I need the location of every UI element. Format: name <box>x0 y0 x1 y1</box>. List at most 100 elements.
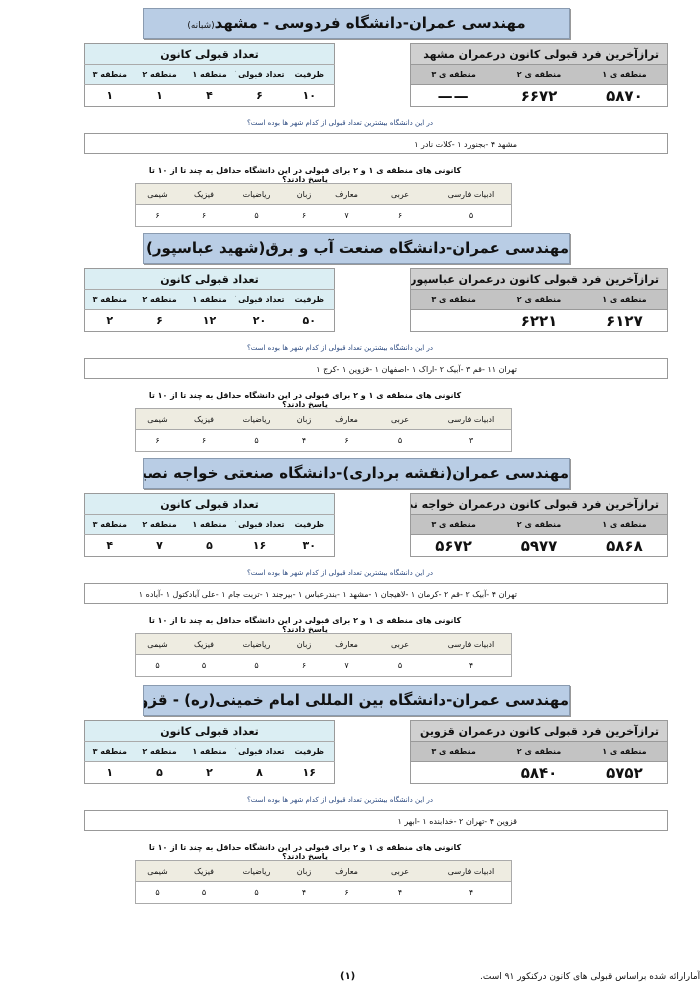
subject-header: فیزیک <box>179 860 229 882</box>
subject-question: کانونی های منطقه ی ۱ و ۲ برای قبولی در ا… <box>148 843 462 861</box>
table-title-row: ترازآخرین فرد قبولی کانون درعمران قزوین <box>410 720 668 742</box>
table-title: ترازآخرین فرد قبولی کانون درعمران مشهد <box>410 43 668 65</box>
cell-value: ۱ <box>84 84 135 107</box>
column-header: تعداد قبولی کانون <box>234 64 285 85</box>
subject-header: فیزیک <box>179 183 229 205</box>
subject-score: ۵ <box>254 211 259 220</box>
subject-score: ۴ <box>468 661 474 670</box>
section-title: مهندسی عمران(نقشه برداری)-دانشگاه صنعتی … <box>143 458 570 489</box>
subject-header: فیزیک <box>179 408 229 430</box>
column-header: منطقه ی ۲ <box>496 289 582 310</box>
table-title: تعداد قبولی کانون <box>84 43 335 65</box>
section-title: مهندسی عمران-دانشگاه فردوسی - مشهد(شبانه… <box>143 8 570 39</box>
cell-value: ۶ <box>134 309 185 332</box>
footer-note: آمارارائه شده براساس قبولی های کانون درک… <box>480 972 700 982</box>
subject-score: ۵ <box>468 211 474 220</box>
subject-header: شیمی <box>135 860 179 882</box>
subject-score: ۵ <box>254 436 259 445</box>
subject-score: ۵ <box>155 661 160 670</box>
subject-header: ادبیات فارسی <box>431 408 512 430</box>
section-title: مهندسی عمران-دانشگاه صنعت آب و برق(شهید … <box>143 233 570 264</box>
column-header: منطقه ی ۲ <box>496 64 582 85</box>
city-question: در این دانشگاه بیشترین تعداد قبولی از کد… <box>247 569 433 577</box>
column-header: منطقه ی ۱ <box>581 64 668 85</box>
city-question: در این دانشگاه بیشترین تعداد قبولی از کد… <box>247 344 433 352</box>
column-header: منطقه ۲ <box>134 64 185 85</box>
subject-header: شیمی <box>135 408 179 430</box>
rank-value: ۶۱۲۷ <box>581 309 668 332</box>
rank-value: ۶۲۲۱ <box>496 309 582 332</box>
column-header: منطقه ۱ <box>184 289 235 310</box>
column-header: منطقه ی ۳ <box>410 741 497 762</box>
subject-header: معارف <box>324 183 369 205</box>
column-header: منطقه ۳ <box>84 289 135 310</box>
cell-value: ۴ <box>184 84 235 107</box>
subject-header: زبان <box>284 183 324 205</box>
table-title-row: ترازآخرین فرد قبولی کانون درعمران مشهد <box>410 43 668 65</box>
column-header: منطقه ی ۲ <box>496 514 582 535</box>
rank-value: ۵۸۴۰ <box>496 761 582 784</box>
subject-score: ۶ <box>155 436 160 445</box>
subject-score: ۴ <box>301 436 307 445</box>
university-section: مهندسی عمران-دانشگاه فردوسی - مشهد(شبانه… <box>0 8 700 233</box>
city-list: تهران ۴ -آبیک ۲ -قم ۲ -کرمان ۱ -لاهیجان … <box>84 583 668 604</box>
column-header: ظرفیت <box>284 64 335 85</box>
table-title-row: تعداد قبولی کانون <box>84 43 335 65</box>
column-header: منطقه ی ۱ <box>581 514 668 535</box>
university-section: مهندسی عمران-دانشگاه بین المللی امام خمی… <box>0 685 700 910</box>
column-header: منطقه ی ۳ <box>410 514 497 535</box>
city-list: قزوین ۴ -تهران ۲ -خدابنده ۱ -ابهر ۱ <box>84 810 668 831</box>
subject-score: ۶ <box>301 661 307 670</box>
subject-header: ادبیات فارسی <box>431 183 512 205</box>
subject-header: فیزیک <box>179 633 229 655</box>
table-title: ترازآخرین فرد قبولی کانون درعمران خواجه … <box>410 493 668 515</box>
city-list: مشهد ۴ -بجنورد ۱ -کلات نادر ۱ <box>84 133 668 154</box>
subject-score: ۵ <box>201 661 207 670</box>
subject-score: ۵ <box>397 661 403 670</box>
subject-score: ۶ <box>155 211 160 220</box>
rank-value: ۵۶۷۲ <box>410 534 497 557</box>
subject-header: معارف <box>324 408 369 430</box>
rank-value: ۵۹۷۷ <box>496 534 582 557</box>
table-title: تعداد قبولی کانون <box>84 720 335 742</box>
subject-header: شیمی <box>135 183 179 205</box>
subject-score: ۵ <box>254 661 259 670</box>
cell-value: ۴ <box>84 534 135 557</box>
subject-header: زبان <box>284 633 324 655</box>
subject-score: ۶ <box>344 888 349 897</box>
subject-question: کانونی های منطقه ی ۱ و ۲ برای قبولی در ا… <box>148 391 462 409</box>
university-section: مهندسی عمران(نقشه برداری)-دانشگاه صنعتی … <box>0 458 700 683</box>
subject-score: ۶ <box>344 436 349 445</box>
last-rank-table: ترازآخرین فرد قبولی کانون درعمران عباسپو… <box>410 268 668 332</box>
cell-value: ۱۶ <box>284 761 335 784</box>
subject-score: ۶ <box>201 211 207 220</box>
table-title-row: تعداد قبولی کانون <box>84 493 335 515</box>
last-rank-table: ترازآخرین فرد قبولی کانون درعمران خواجه … <box>410 493 668 557</box>
rank-value: —— <box>410 84 497 107</box>
column-header: ظرفیت <box>284 741 335 762</box>
page-number: (۱) <box>340 971 356 982</box>
table-title: تعداد قبولی کانون <box>84 268 335 290</box>
subject-header: عربی <box>369 408 431 430</box>
cell-value: ۲۰ <box>234 309 285 332</box>
subject-score: ۵ <box>397 436 403 445</box>
